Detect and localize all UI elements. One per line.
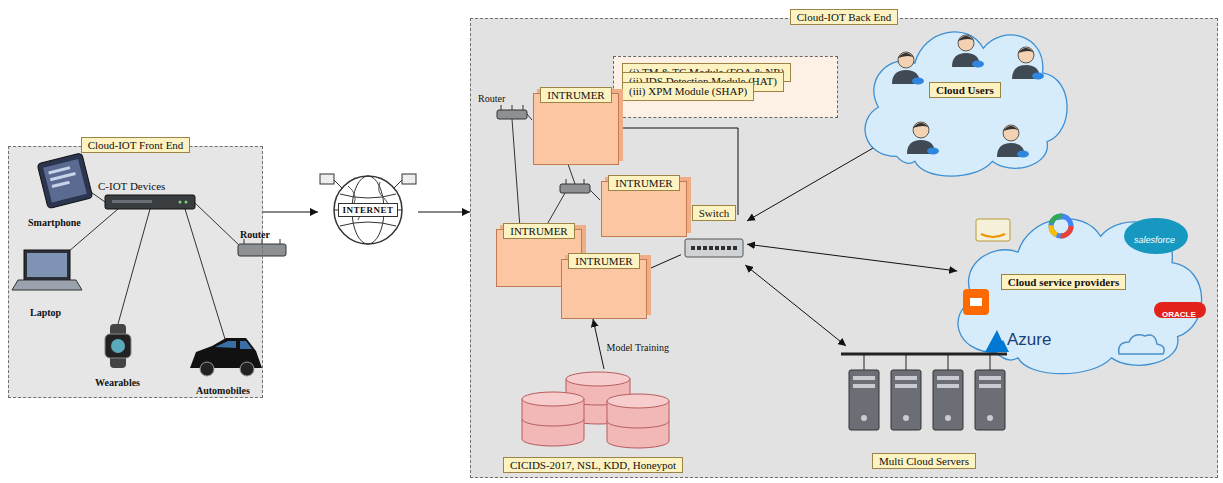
text-holder: Multi Cloud Servers [829,346,1019,471]
text-holder: Switch [681,215,747,265]
cloud-title: Cloud service providers [1001,274,1127,290]
connector [747,141,886,221]
connector [647,255,681,270]
front-ground [8,146,263,398]
back-ground [470,18,1218,478]
device-label: Wearables [95,377,140,388]
dataset-label: CICIDS-2017, NSL, KDD, Honeypot [503,457,683,473]
router-icon [497,105,527,119]
text-holder: INTRUMER [534,94,618,164]
connector [263,212,318,213]
label-holder: Router [240,224,270,242]
device-label: Automobiles [196,385,250,396]
module-line: (iii) XPM Module (SHAP) [622,82,754,101]
intrumer-label: INTRUMER [568,253,639,269]
server-group: Multi Cloud Servers [829,346,1019,471]
text-holder: Cloud service providers [941,194,1216,379]
router-label: Router [478,93,505,104]
label-holder: ORACLE [1162,303,1196,321]
logo-text: salesforce [1134,235,1175,245]
text-holder: (i) TM & TC Module (FOA & NB)(ii) IDS De… [614,57,837,117]
cloud-node: Cloud Users [851,9,1079,181]
text-holder: CICIDS-2017, NSL, KDD, Honeypot [498,369,688,475]
label-holder: C-IOT Devices [98,176,165,194]
label-holder: Azure [1007,330,1051,350]
cloud-node: Cloud service providers [941,194,1216,379]
internet-globe: INTERNET [318,160,418,260]
edge-label: Model Training [605,342,672,353]
region-title: Cloud-IOT Front End [81,137,191,153]
text-holder: INTRUMER [602,182,686,236]
connector [747,244,957,271]
text-holder: Cloud Users [851,9,1079,181]
dataset-store: CICIDS-2017, NSL, KDD, Honeypot [498,369,688,475]
label-holder: Laptop [30,302,61,320]
switch-node: Switch [681,215,747,265]
device-label: Smartphone [28,217,81,228]
router-icon [238,239,286,256]
logo-text: ORACLE [1162,310,1196,319]
label-holder: Automobiles [196,380,250,398]
switch-label: Switch [692,205,737,221]
text-holder: INTERNET [318,160,418,260]
laptop-icon [12,250,82,290]
switch-icon [681,215,747,265]
region-panel: Cloud-IOT Back End(i) TM & TC Module (FO… [470,18,1218,478]
device-label: Laptop [30,307,61,318]
text-holder: INTRUMER [562,260,646,318]
intrumer-label: INTRUMER [608,175,679,191]
device-group-label: C-IOT Devices [98,180,165,192]
edge-label-holder: Model Training [605,337,672,355]
region-title: Cloud-IOT Back End [790,9,899,25]
intrumer-box: INTRUMER [561,259,647,319]
device-label: Router [240,229,270,240]
device-wires [68,190,240,339]
connector [593,319,604,369]
cloud-title: Cloud Users [929,82,1001,98]
intrumer-label: INTRUMER [503,223,574,239]
server-label: Multi Cloud Servers [872,453,976,469]
logo-text: Azure [1007,330,1051,350]
wearable-icon [105,324,131,368]
intrumer-box: INTRUMER [533,93,619,165]
globe-label: INTERNET [338,203,397,217]
module-box: (i) TM & TC Module (FOA & NB)(ii) IDS De… [613,56,838,118]
smartphone-icon [37,153,93,209]
connector [418,212,470,213]
label-holder: salesforce [1134,229,1175,247]
label-holder: Wearables [95,372,140,390]
label-holder: Router [478,88,505,106]
hub-device [105,195,195,209]
car-icon [190,338,262,376]
intrumer-label: INTRUMER [540,87,611,103]
router-icon [560,179,590,193]
label-holder: Smartphone [28,212,81,230]
connector [745,265,846,346]
intrumer-box: INTRUMER [601,181,687,237]
